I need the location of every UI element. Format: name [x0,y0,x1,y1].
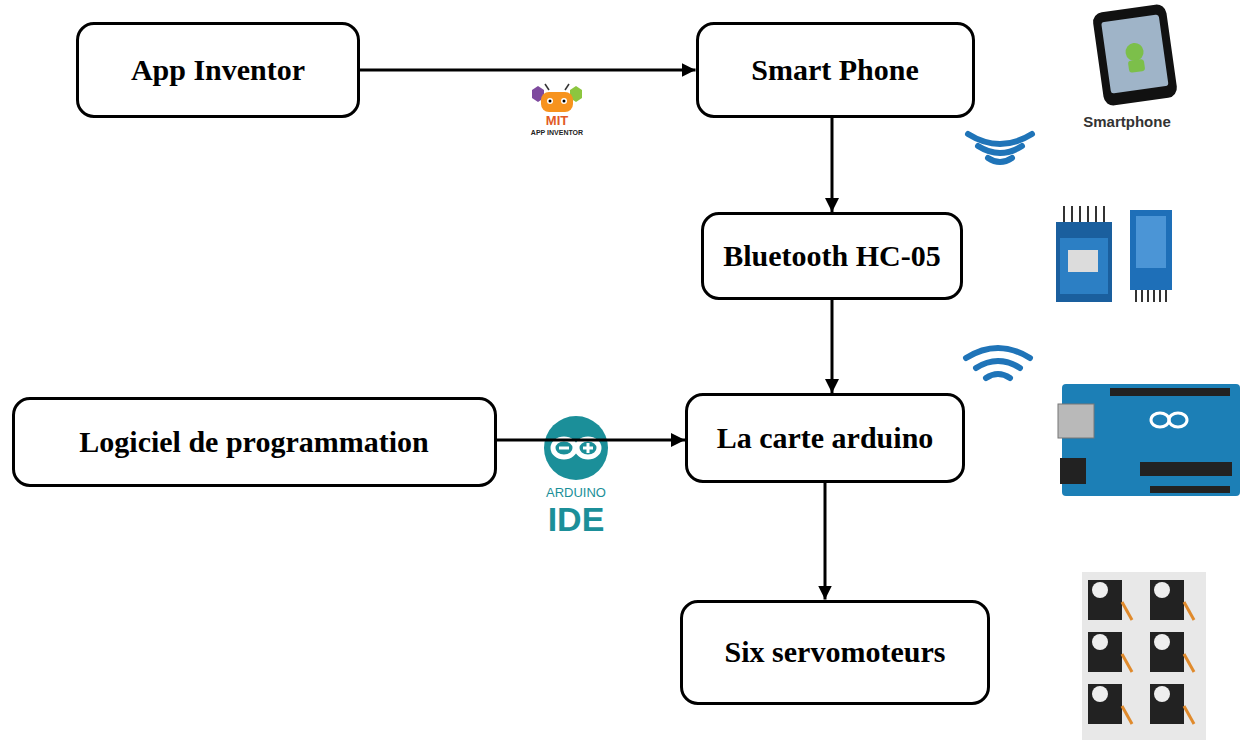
box-label: Logiciel de programmation [79,425,428,460]
smartphone-icon [1092,3,1178,106]
flow-arrow [831,118,834,212]
process-box: Smart Phone [696,22,975,118]
process-box: Bluetooth HC-05 [701,212,963,300]
box-label: Bluetooth HC-05 [723,239,941,274]
logo-text: APP INVENTOR [531,129,583,136]
process-box: Logiciel de programmation [12,397,497,487]
box-label: Smart Phone [751,53,919,88]
flow-arrow [824,483,827,600]
process-box: La carte arduino [685,393,965,483]
box-label: La carte arduino [717,421,934,456]
arduino-board [1058,384,1240,496]
process-box: App Inventor [76,22,360,118]
bluetooth-module [1130,210,1172,302]
flow-arrow [360,69,696,72]
flow-arrow [831,300,834,393]
app-inventor-logo [532,84,582,112]
arduino-ide-logo [544,416,608,480]
wireless-symbol [968,134,1032,162]
box-label: App Inventor [131,53,305,88]
logo-text: IDE [548,502,605,536]
wireless-symbol [966,348,1030,378]
logo-text: MIT [546,114,568,127]
box-label: Six servomoteurs [725,635,946,670]
bluetooth-module [1056,206,1112,302]
servo-grid [1082,572,1206,740]
logo-text: ARDUINO [546,486,606,499]
process-box: Six servomoteurs [680,600,990,705]
device-caption: Smartphone [1083,114,1171,129]
flow-arrow [497,439,686,442]
